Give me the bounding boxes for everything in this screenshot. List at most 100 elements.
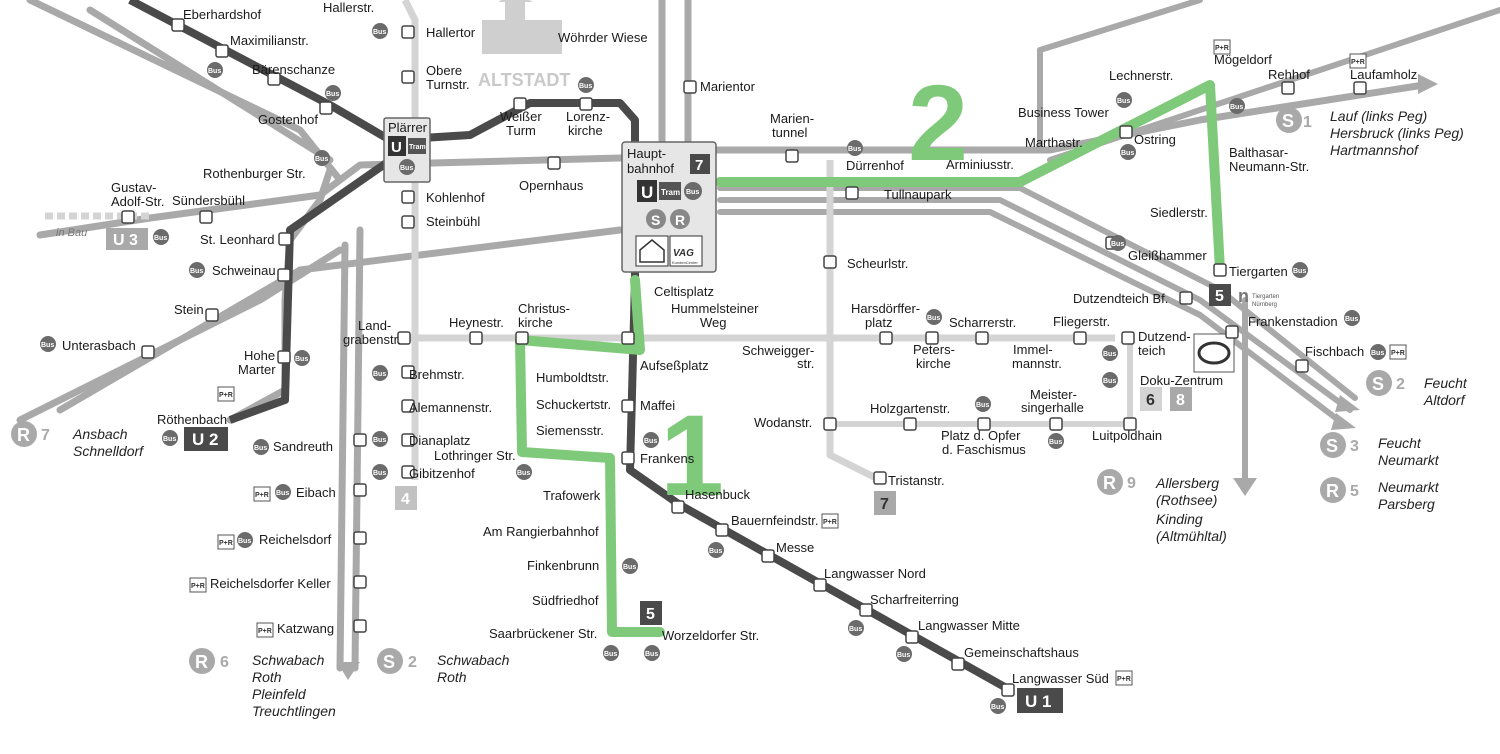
station-brehmstr[interactable]: Brehmstr. [409, 367, 465, 382]
station-platzopfer-2[interactable]: d. Faschismus [942, 442, 1026, 457]
station-marthastr[interactable]: Marthastr. [1025, 135, 1083, 150]
destination-s2-south[interactable]: S 2 Schwabach Roth [377, 648, 510, 685]
station-maximilianstr[interactable]: Maximilianstr. [230, 33, 309, 48]
station-fliegerstr[interactable]: Fliegerstr. [1053, 314, 1110, 329]
station-immel-1[interactable]: Immel- [1013, 342, 1053, 357]
station-lechnerstr[interactable]: Lechnerstr. [1109, 68, 1173, 83]
destination-r6[interactable]: R 6 Schwabach Roth Pleinfeld Treuchtling… [189, 648, 336, 719]
station-opernhaus[interactable]: Opernhaus [519, 178, 584, 193]
destination-s3[interactable]: S 3 Feucht Neumarkt [1320, 432, 1440, 468]
station-reichelsdorferkeller[interactable]: Reichelsdorfer Keller [210, 576, 331, 591]
line-badge-tram-6[interactable]: 6 [1140, 387, 1162, 411]
station-humboldtstr[interactable]: Humboldtstr. [536, 370, 609, 385]
station-scharrerstr[interactable]: Scharrerstr. [949, 315, 1016, 330]
station-platzopfer-1[interactable]: Platz d. Opfer [941, 428, 1021, 443]
station-hummel-1[interactable]: Hummelsteiner [671, 301, 759, 316]
station-hummel-2[interactable]: Weg [700, 315, 727, 330]
station-lorenz-1[interactable]: Lorenz- [566, 109, 610, 124]
station-christus-2[interactable]: kirche [518, 315, 553, 330]
station-roethenbach[interactable]: Röthenbach [157, 412, 227, 427]
station-lothringer[interactable]: Lothringer Str. [434, 448, 516, 463]
station-immel-2[interactable]: mannstr. [1012, 356, 1062, 371]
station-frankens[interactable]: Frankens [640, 451, 695, 466]
station-schweigger-1[interactable]: Schweigger- [742, 343, 814, 358]
station-finkenbrunn[interactable]: Finkenbrunn [527, 558, 599, 573]
station-kohlenhof[interactable]: Kohlenhof [426, 190, 485, 205]
station-peters-2[interactable]: kirche [916, 356, 951, 371]
station-eibach[interactable]: Eibach [296, 485, 336, 500]
station-dutzendbf[interactable]: Dutzendteich Bf. [1073, 291, 1168, 306]
station-celtisplatz[interactable]: Celtisplatz [654, 284, 714, 299]
station-arminius[interactable]: Arminiusstr. [946, 157, 1014, 172]
station-rehhof[interactable]: Rehhof [1268, 67, 1310, 82]
station-langwassersued[interactable]: Langwasser Süd [1012, 671, 1109, 686]
station-hallerstr[interactable]: Hallerstr. [323, 0, 374, 15]
station-businesstower[interactable]: Business Tower [1018, 105, 1109, 120]
station-langwassermitte[interactable]: Langwasser Mitte [918, 618, 1020, 633]
station-moegeldorf[interactable]: Mögeldorf [1214, 52, 1272, 67]
station-obere-1[interactable]: Obere [426, 63, 462, 78]
station-hohe[interactable]: Hohe [244, 348, 275, 363]
station-duerrenhof[interactable]: Dürrenhof [846, 158, 904, 173]
station-peters-1[interactable]: Peters- [913, 342, 955, 357]
line-badge-tram-4[interactable]: 4 [395, 486, 417, 510]
station-land-2[interactable]: grabenstr. [343, 332, 401, 347]
station-maffei[interactable]: Maffei [640, 398, 675, 413]
station-aufsessplatz[interactable]: Aufseßplatz [640, 358, 709, 373]
station-gibitzenhof[interactable]: Gibitzenhof [409, 466, 475, 481]
station-schuckertstr[interactable]: Schuckertstr. [536, 397, 611, 412]
station-alemannenstr[interactable]: Alemannenstr. [409, 400, 492, 415]
station-gemeinschaft[interactable]: Gemeinschaftshaus [964, 645, 1079, 660]
station-worzeldorfer[interactable]: Worzeldorfer Str. [662, 628, 759, 643]
station-bauernfeind[interactable]: Bauernfeindstr. [731, 513, 818, 528]
station-dutzend-1[interactable]: Dutzend- [1138, 329, 1191, 344]
station-marien-1[interactable]: Marien- [770, 111, 814, 126]
station-gostenhof[interactable]: Gostenhof [258, 112, 318, 127]
station-meister-1[interactable]: Meister- [1030, 387, 1077, 402]
station-messe[interactable]: Messe [776, 540, 814, 555]
destination-r7[interactable]: R 7 Ansbach Schnelldorf [11, 421, 145, 459]
station-dokuzentrum[interactable]: Doku-Zentrum [1140, 373, 1223, 388]
station-scheurlstr[interactable]: Scheurlstr. [847, 256, 908, 271]
station-weisser-1[interactable]: Weißer [500, 109, 542, 124]
station-rothenburger[interactable]: Rothenburger Str. [203, 166, 306, 181]
station-gustav-1[interactable]: Gustav- [111, 180, 157, 195]
station-luitpoldhain[interactable]: Luitpoldhain [1092, 428, 1162, 443]
line-badge-tram-8[interactable]: 8 [1170, 387, 1192, 411]
station-woehrder[interactable]: Wöhrder Wiese [558, 30, 648, 45]
station-gleisshammer[interactable]: Gleißhammer [1128, 248, 1207, 263]
station-baerenschanze[interactable]: Bärenschanze [252, 62, 335, 77]
station-laufamholz[interactable]: Laufamholz [1350, 67, 1417, 82]
station-stleonhard[interactable]: St. Leonhard [200, 232, 274, 247]
line-badge-tram-5-south[interactable]: 5 [640, 601, 662, 625]
station-dutzend-2[interactable]: teich [1138, 343, 1165, 358]
station-marien-2[interactable]: tunnel [772, 125, 808, 140]
station-siedlerstr[interactable]: Siedlerstr. [1150, 205, 1208, 220]
station-christus-1[interactable]: Christus- [518, 301, 570, 316]
station-scharfreiter[interactable]: Scharfreiterring [870, 592, 959, 607]
station-dianaplatz[interactable]: Dianaplatz [409, 433, 470, 448]
destination-r9[interactable]: R 9 Allersberg (Rothsee) Kinding (Altmüh… [1097, 469, 1227, 544]
station-trafowerk[interactable]: Trafowerk [543, 488, 601, 503]
station-eberhardshof[interactable]: Eberhardshof [183, 7, 261, 22]
station-land-1[interactable]: Land- [358, 318, 391, 333]
station-wodanstr[interactable]: Wodanstr. [754, 415, 812, 430]
station-suedfriedhof[interactable]: Südfriedhof [532, 593, 599, 608]
station-katzwang[interactable]: Katzwang [277, 621, 334, 636]
station-tristanstr[interactable]: Tristanstr. [888, 473, 945, 488]
station-schweigger-2[interactable]: str. [797, 356, 814, 371]
station-marter[interactable]: Marter [238, 362, 276, 377]
station-heynestr[interactable]: Heynestr. [449, 315, 504, 330]
destination-s2-east[interactable]: S 2 Feucht Altdorf [1366, 370, 1468, 408]
station-marientor[interactable]: Marientor [700, 79, 756, 94]
station-reichelsdorf[interactable]: Reichelsdorf [259, 532, 332, 547]
station-lorenz-2[interactable]: kirche [568, 123, 603, 138]
station-harsd-1[interactable]: Harsdörffer- [851, 301, 920, 316]
destination-s1[interactable]: S 1 Lauf (links Peg) Hersbruck (links Pe… [1276, 107, 1464, 158]
station-fischbach[interactable]: Fischbach [1305, 344, 1364, 359]
station-tiergarten[interactable]: Tiergarten [1229, 264, 1288, 279]
line-badge-u1[interactable]: U 1 [1017, 688, 1063, 713]
station-unterasbach[interactable]: Unterasbach [62, 338, 136, 353]
station-frankenstadion[interactable]: Frankenstadion [1248, 314, 1338, 329]
station-stein[interactable]: Stein [174, 302, 204, 317]
